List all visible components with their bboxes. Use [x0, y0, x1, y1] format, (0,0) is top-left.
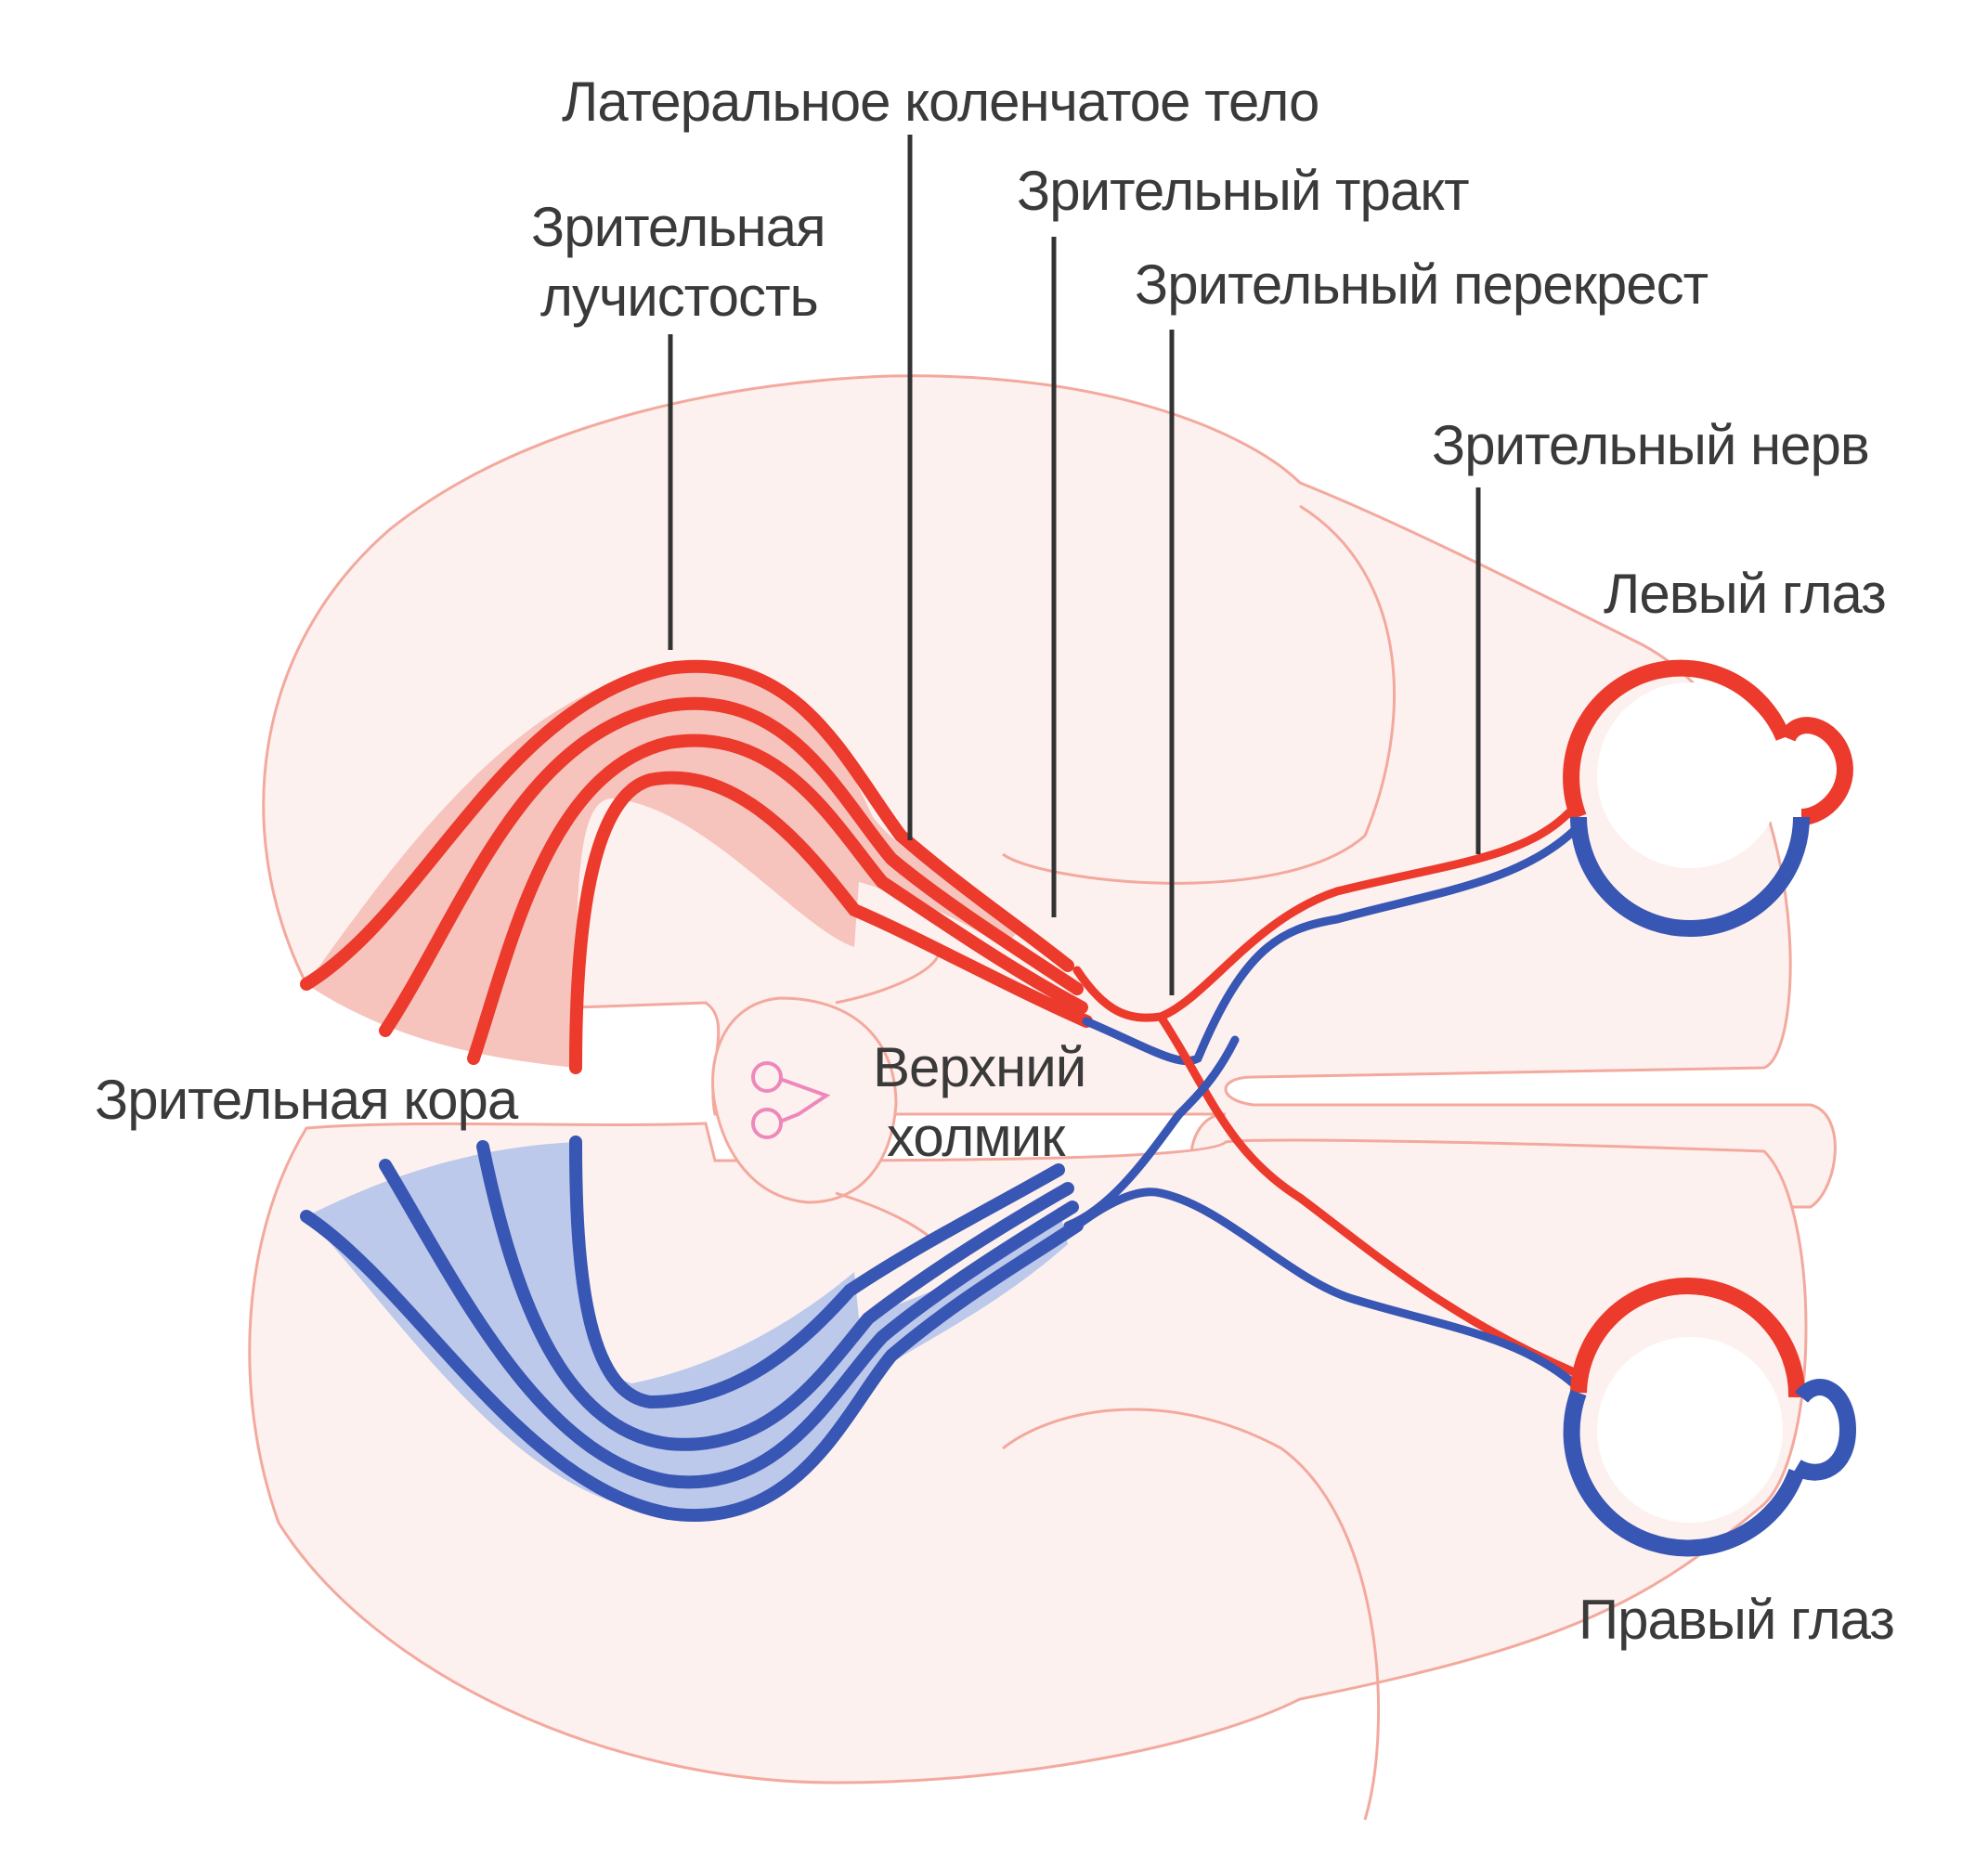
- label-superior-colliculus-line1: Верхний: [873, 1036, 1085, 1098]
- colliculus-circle-upper: [751, 1061, 783, 1093]
- leader-lines: [668, 135, 1481, 995]
- left-radiation-fiber-1: [300, 660, 1074, 991]
- optic-pathways: [1063, 808, 1583, 1393]
- label-visual-cortex: Зрительная кора: [95, 1069, 519, 1131]
- midbrain-outline: [711, 996, 898, 1204]
- label-left-eye: Левый глаз: [1604, 563, 1886, 625]
- label-optic-chiasm: Зрительный перекрест: [1135, 253, 1709, 316]
- left-eye-cornea-red: [1779, 717, 1853, 825]
- left-eye-globe: [1597, 682, 1783, 868]
- crossing-red: [1156, 1012, 1583, 1379]
- right-eye-cornea-blue: [1792, 1379, 1857, 1481]
- superior-colliculus-symbol: [751, 1061, 831, 1139]
- right-eye-nasal-fibers: [1072, 808, 1574, 1022]
- right-tract-blue: [1072, 1188, 1583, 1393]
- colliculus-circle-lower: [751, 1108, 783, 1139]
- label-optic-radiation-line1: Зрительная: [531, 196, 825, 258]
- left-eye: [1563, 659, 1853, 937]
- left-eye-nasal-blue: [1570, 816, 1810, 937]
- right-eye: [1563, 1277, 1857, 1557]
- left-radiation-fiber-2: [379, 696, 1084, 1037]
- left-radiation-fiber-4: [569, 771, 1093, 1074]
- label-optic-tract: Зрительный тракт: [1017, 160, 1469, 222]
- colliculus-connector: [779, 1077, 831, 1123]
- label-lateral-geniculate-body: Латеральное коленчатое тело: [562, 71, 1319, 133]
- right-radiation-fiber-3: [476, 1140, 1074, 1451]
- label-optic-nerve: Зрительный нерв: [1432, 414, 1869, 476]
- right-radiation-fill: [306, 1142, 1068, 1514]
- label-right-eye: Правый глаз: [1579, 1589, 1894, 1651]
- left-eye-temporal-red: [1563, 659, 1791, 821]
- left-radiation-fill: [306, 667, 1021, 1068]
- left-radiation-fiber-3: [467, 733, 1088, 1065]
- label-superior-colliculus-line2: холмик: [887, 1106, 1066, 1168]
- midbrain-line-top: [835, 955, 940, 1005]
- right-eye-globe: [1597, 1337, 1783, 1523]
- right-radiation-fiber-4: [569, 1136, 1065, 1409]
- right-radiation-fiber-2: [379, 1159, 1079, 1489]
- left-eye-temporal-to-right: [1082, 822, 1583, 1066]
- label-optic-radiation-line2: лучистость: [540, 266, 818, 328]
- left-optic-radiation: [300, 660, 1093, 1074]
- temporal-lobe-upper: [1002, 504, 1397, 885]
- right-radiation-fiber-1: [300, 1210, 1084, 1522]
- right-optic-radiation: [300, 1136, 1084, 1522]
- right-eye-nasal-red: [1570, 1277, 1806, 1398]
- temporal-lobe-lower: [1002, 1408, 1381, 1821]
- labels: Латеральное коленчатое тело Зрительная л…: [95, 71, 1895, 1651]
- right-eye-temporal-blue: [1563, 1389, 1805, 1557]
